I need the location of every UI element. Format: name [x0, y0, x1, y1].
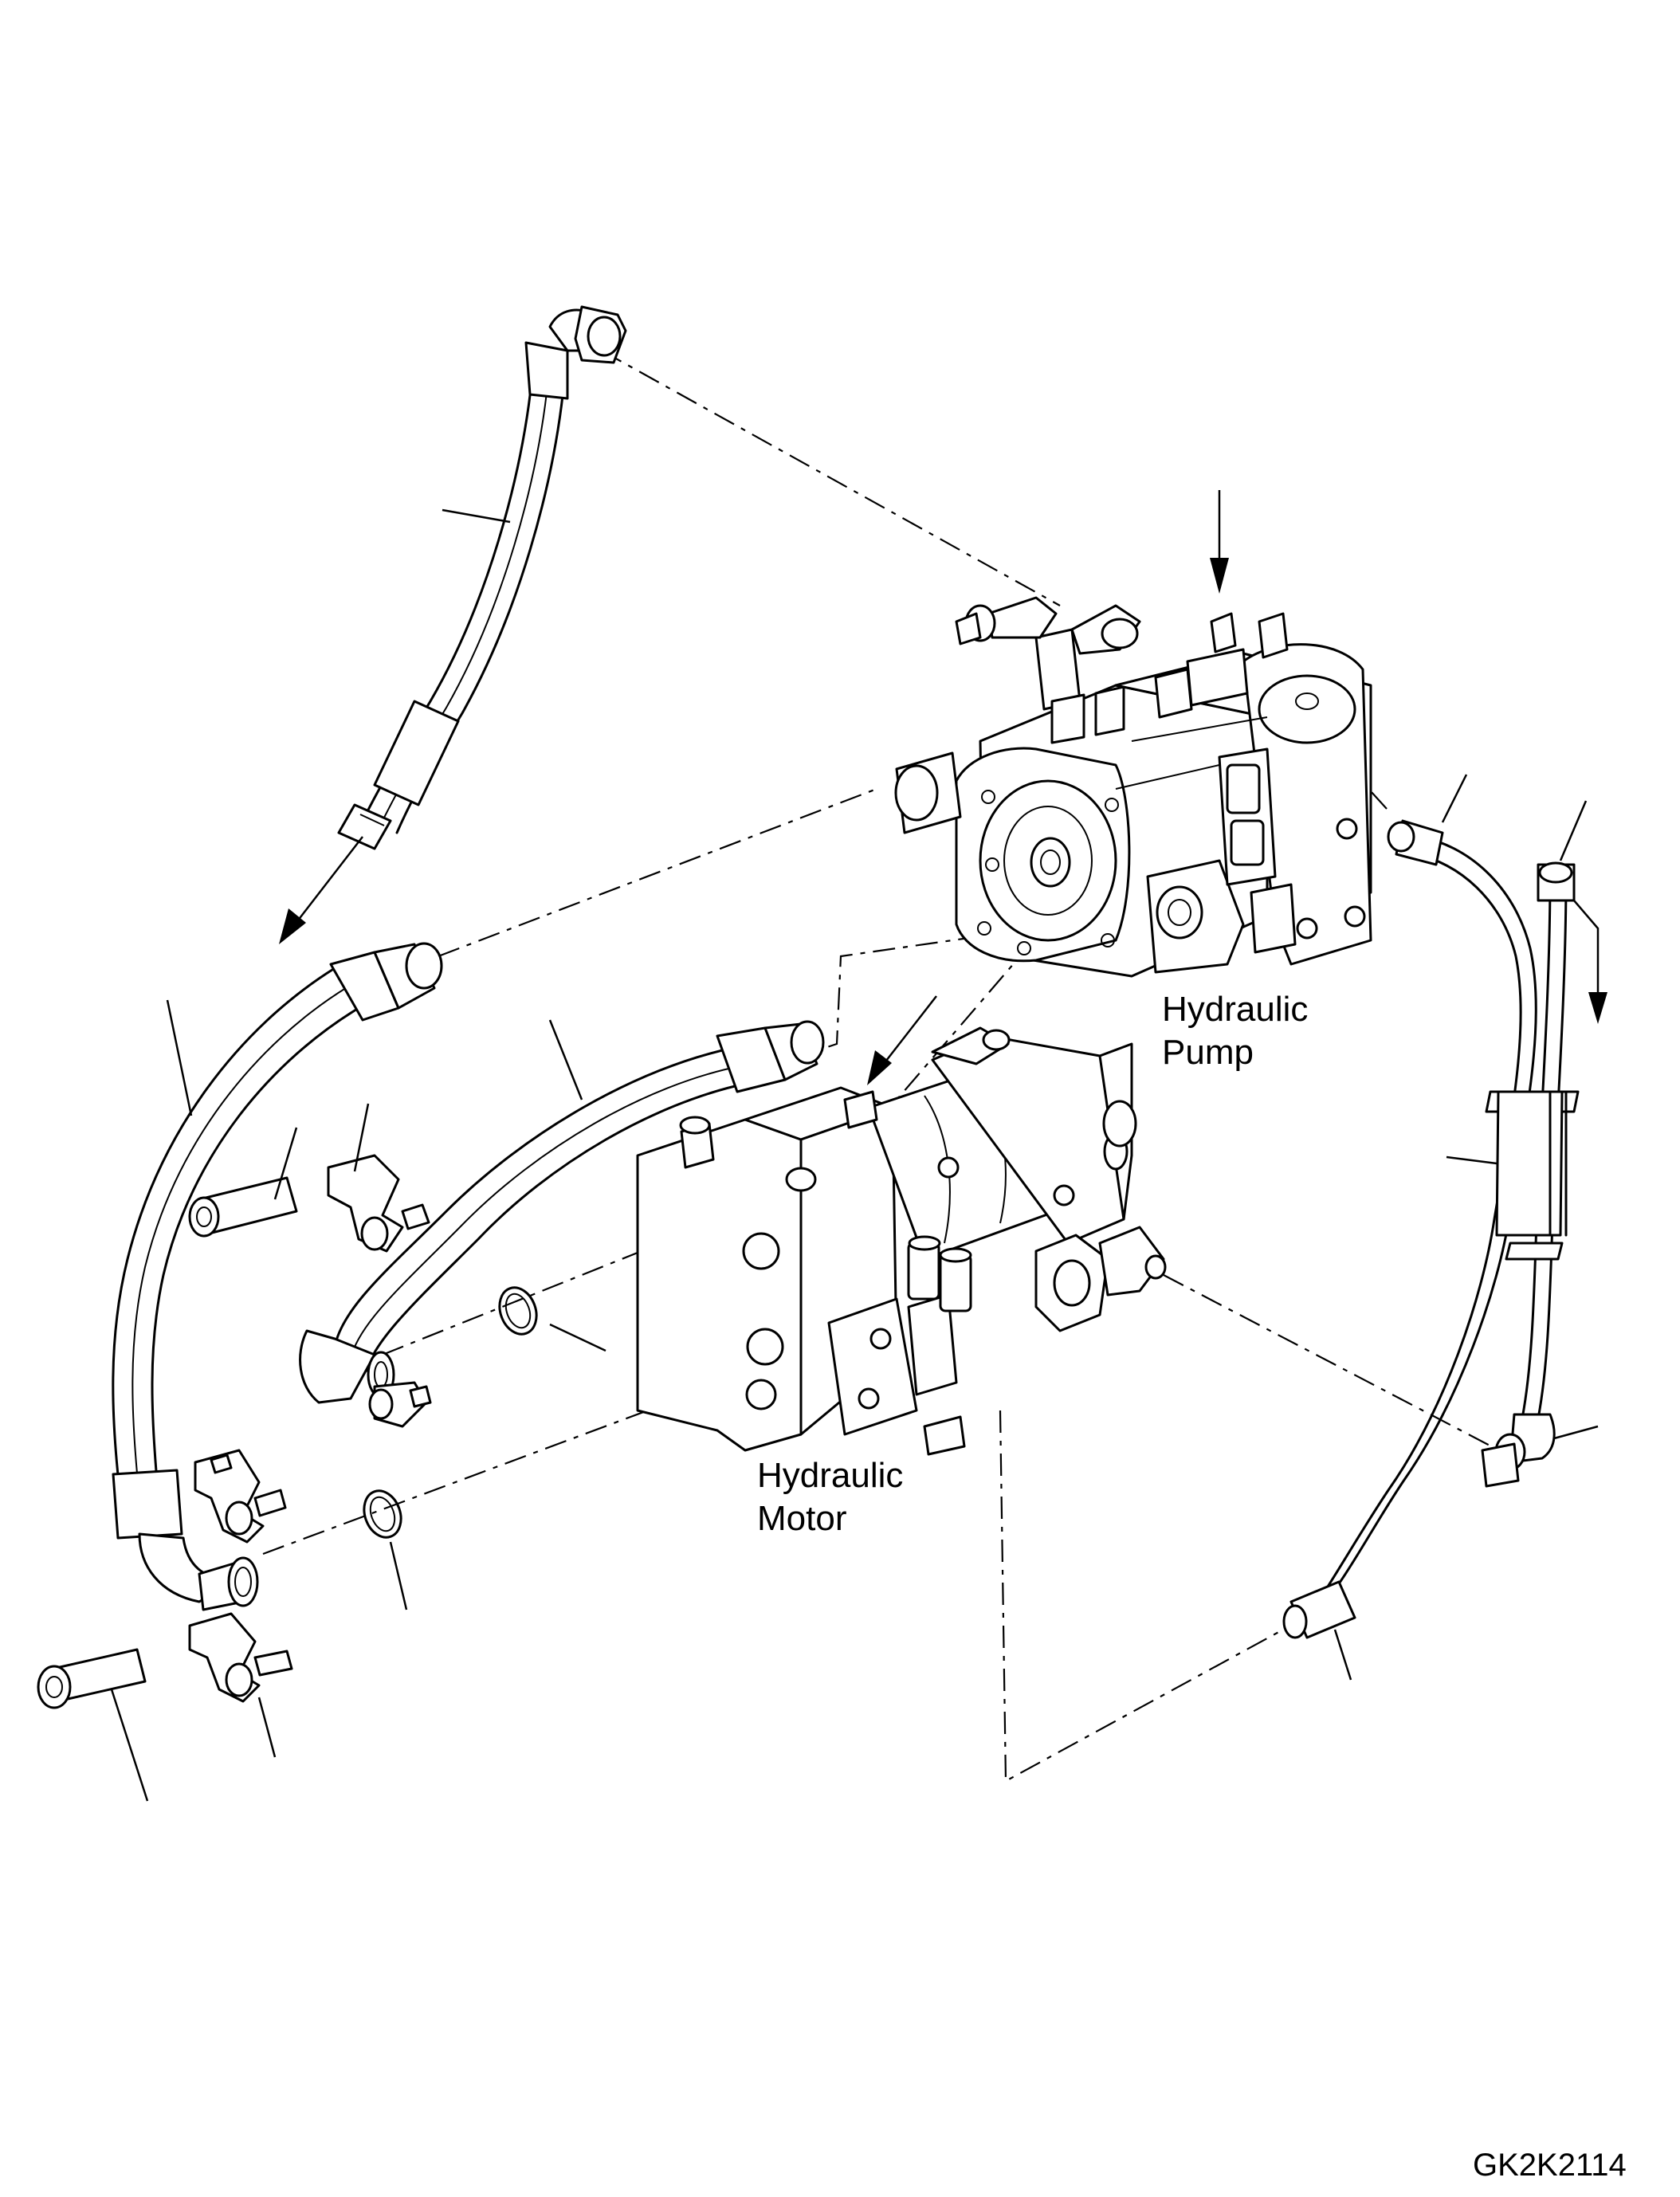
- upper-hose: [337, 305, 627, 850]
- pump-label-line2: Pump: [1162, 1033, 1254, 1072]
- drawing-code: GK2K2114: [1473, 2148, 1627, 2183]
- flange-half-upper: [327, 1154, 430, 1253]
- flow-arrow-pump: [1210, 490, 1229, 594]
- flow-arrow-right: [1573, 900, 1607, 1024]
- motor-label-line2: Motor: [757, 1499, 847, 1538]
- motor-label-line1: Hydraulic: [757, 1456, 904, 1495]
- pump-label-line1: Hydraulic: [1162, 990, 1309, 1029]
- middle-hose: [299, 1020, 825, 1404]
- flange-half-left: [194, 1449, 287, 1544]
- hydraulic-motor: [636, 1026, 1167, 1456]
- o-ring-upper: [498, 1286, 538, 1336]
- flange-half-mid: [368, 1381, 432, 1428]
- leader-lines: [110, 508, 1599, 1802]
- flange-half-lower: [188, 1612, 293, 1703]
- hose-sleeve: [1495, 1090, 1568, 1237]
- hydraulic-pump: [894, 596, 1372, 978]
- left-pressure-hose: [112, 942, 443, 1611]
- flange-bolt-lower: [37, 1648, 147, 1709]
- flange-bolt-upper: [188, 1176, 298, 1238]
- o-ring-lower: [363, 1489, 402, 1539]
- flow-arrow-motor: [867, 995, 937, 1085]
- flow-arrow-left: [279, 836, 363, 944]
